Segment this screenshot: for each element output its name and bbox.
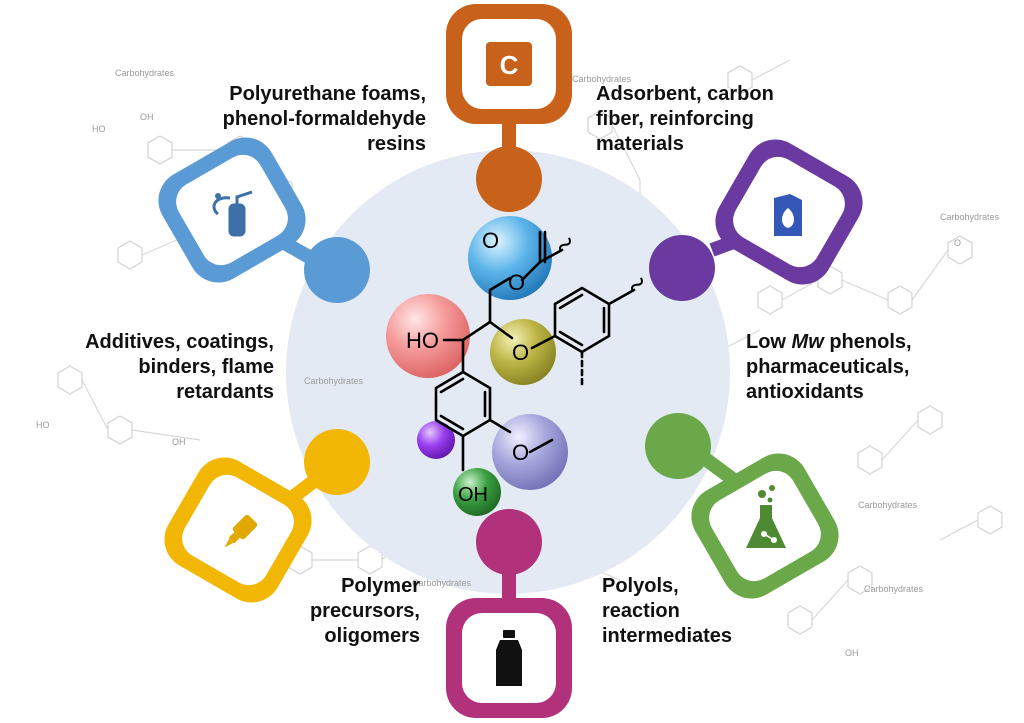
label-polymer-line3: oligomers [324, 625, 420, 647]
bg-o-label-1: O [954, 238, 962, 248]
label-polyols-line1: Polyols, [602, 575, 679, 597]
carbon-element-icon [486, 42, 532, 86]
sphere-phenol [453, 468, 501, 516]
bg-ho-label-2: HO [36, 420, 50, 430]
atom-methoxy-o: O [512, 440, 529, 465]
atom-ether-o: O [512, 340, 529, 365]
bg-oh-label-3: OH [845, 648, 859, 658]
atom-oh-label: OH [458, 484, 488, 506]
label-adsorbent-line3: materials [596, 133, 684, 155]
atom-carbonyl-o: O [482, 228, 499, 253]
label-polymer-line2: precursors, [309, 600, 420, 622]
glue-bottle-icon [224, 514, 258, 548]
label-polyurethane-line3: resins [367, 133, 426, 155]
bg-oh-label-2: OH [172, 437, 186, 447]
label-polyurethane-line1: Polyurethane foams, [229, 83, 426, 105]
bg-ho-label-1: HO [92, 124, 106, 134]
pin-fuel [649, 139, 863, 301]
bg-carbohydrates-label-1: Carbohydrates [115, 68, 175, 78]
atom-ho-label: HO [406, 328, 439, 353]
label-adsorbent-line1: Adsorbent, carbon [596, 83, 774, 105]
label-additives: Additives, coatings, binders, flame reta… [85, 330, 274, 405]
pin-chemicals [645, 413, 839, 599]
label-additives-line3: retardants [176, 381, 274, 403]
label-polymer-precursors: Polymer precursors, oligomers [310, 574, 420, 649]
label-low-mw-italic: Mw [791, 331, 824, 353]
label-additives-line1: Additives, coatings, [85, 331, 274, 353]
label-adsorbent-line2: fiber, reinforcing [596, 108, 754, 130]
lignin-molecule [386, 216, 643, 516]
label-low-mw-suffix: phenols, [823, 331, 912, 353]
label-polyols-line3: intermediates [602, 625, 733, 647]
pin-polyols [446, 509, 572, 718]
pin-foams [158, 137, 370, 303]
bg-carbohydrates-label-5: Carbohydrates [858, 500, 918, 510]
fuel-canister-icon [774, 194, 802, 236]
atom-ester-o: O [508, 270, 525, 295]
label-low-mw-line1: Low Mw phenols, [746, 330, 912, 355]
label-additives-line2: binders, flame [138, 356, 274, 378]
carbon-element-glyph: C [500, 50, 519, 80]
bg-oh-label-1: OH [140, 112, 154, 122]
bg-carbohydrates-label-2: Carbohydrates [572, 74, 632, 84]
label-low-mw-line2: pharmaceuticals, [746, 356, 910, 378]
sphere-hydroxyl-alpha [386, 294, 470, 378]
pin-carbon: C [446, 4, 572, 212]
sphere-aromatic-h [417, 421, 455, 459]
bg-carbohydrates-label-7: Carbohydrates [412, 578, 472, 588]
pin-polymers [164, 429, 370, 603]
label-polyurethane-line2: phenol-formaldehyde [222, 108, 426, 130]
bottle-icon [496, 630, 522, 686]
bg-carbohydrates-label-6: Carbohydrates [864, 584, 924, 594]
label-low-mw-prefix: Low [746, 331, 792, 353]
bg-carbohydrates-label-4: Carbohydrates [304, 376, 364, 386]
label-polyols-line2: reaction [602, 600, 680, 622]
label-polymer-line1: Polymer [341, 575, 420, 597]
sphere-ester [468, 216, 552, 300]
label-polyurethane: Polyurethane foams, phenol-formaldehyde … [223, 82, 426, 157]
chemistry-flask-icon [746, 485, 786, 548]
label-low-mw-phenols: Low Mw phenols, pharmaceuticals, antioxi… [746, 330, 912, 405]
label-polyols: Polyols, reaction intermediates [602, 574, 732, 649]
label-low-mw-line3: antioxidants [746, 381, 864, 403]
bg-carbohydrates-label-3: Carbohydrates [940, 212, 1000, 222]
fire-extinguisher-icon [212, 190, 253, 237]
label-adsorbent: Adsorbent, carbon fiber, reinforcing mat… [596, 82, 774, 157]
